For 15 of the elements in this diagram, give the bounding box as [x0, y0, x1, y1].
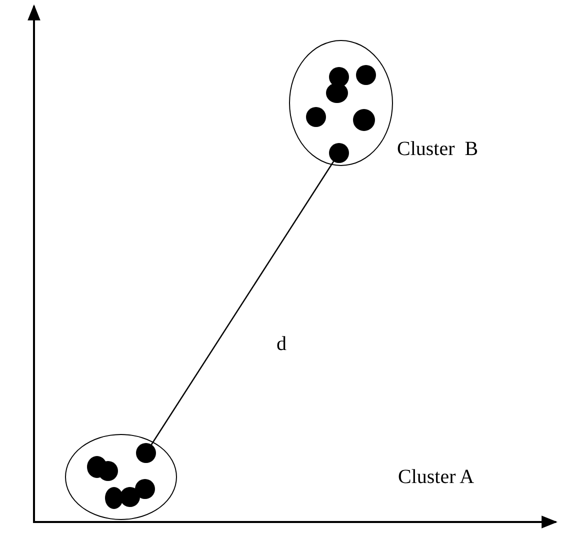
data-point: [328, 142, 348, 162]
data-point: [104, 486, 122, 508]
data-point: [352, 108, 374, 130]
data-point: [134, 478, 154, 498]
cluster-ellipse: [289, 40, 393, 166]
data-point: [328, 66, 348, 86]
data-point: [326, 82, 348, 102]
data-point: [136, 442, 156, 462]
data-point: [306, 106, 326, 126]
cluster-label: Cluster B: [397, 138, 478, 161]
cluster-label: Cluster A: [398, 466, 474, 489]
data-point: [98, 460, 118, 480]
cluster-ellipse: [65, 434, 177, 520]
data-point: [356, 64, 376, 84]
distance-line: [150, 161, 334, 445]
